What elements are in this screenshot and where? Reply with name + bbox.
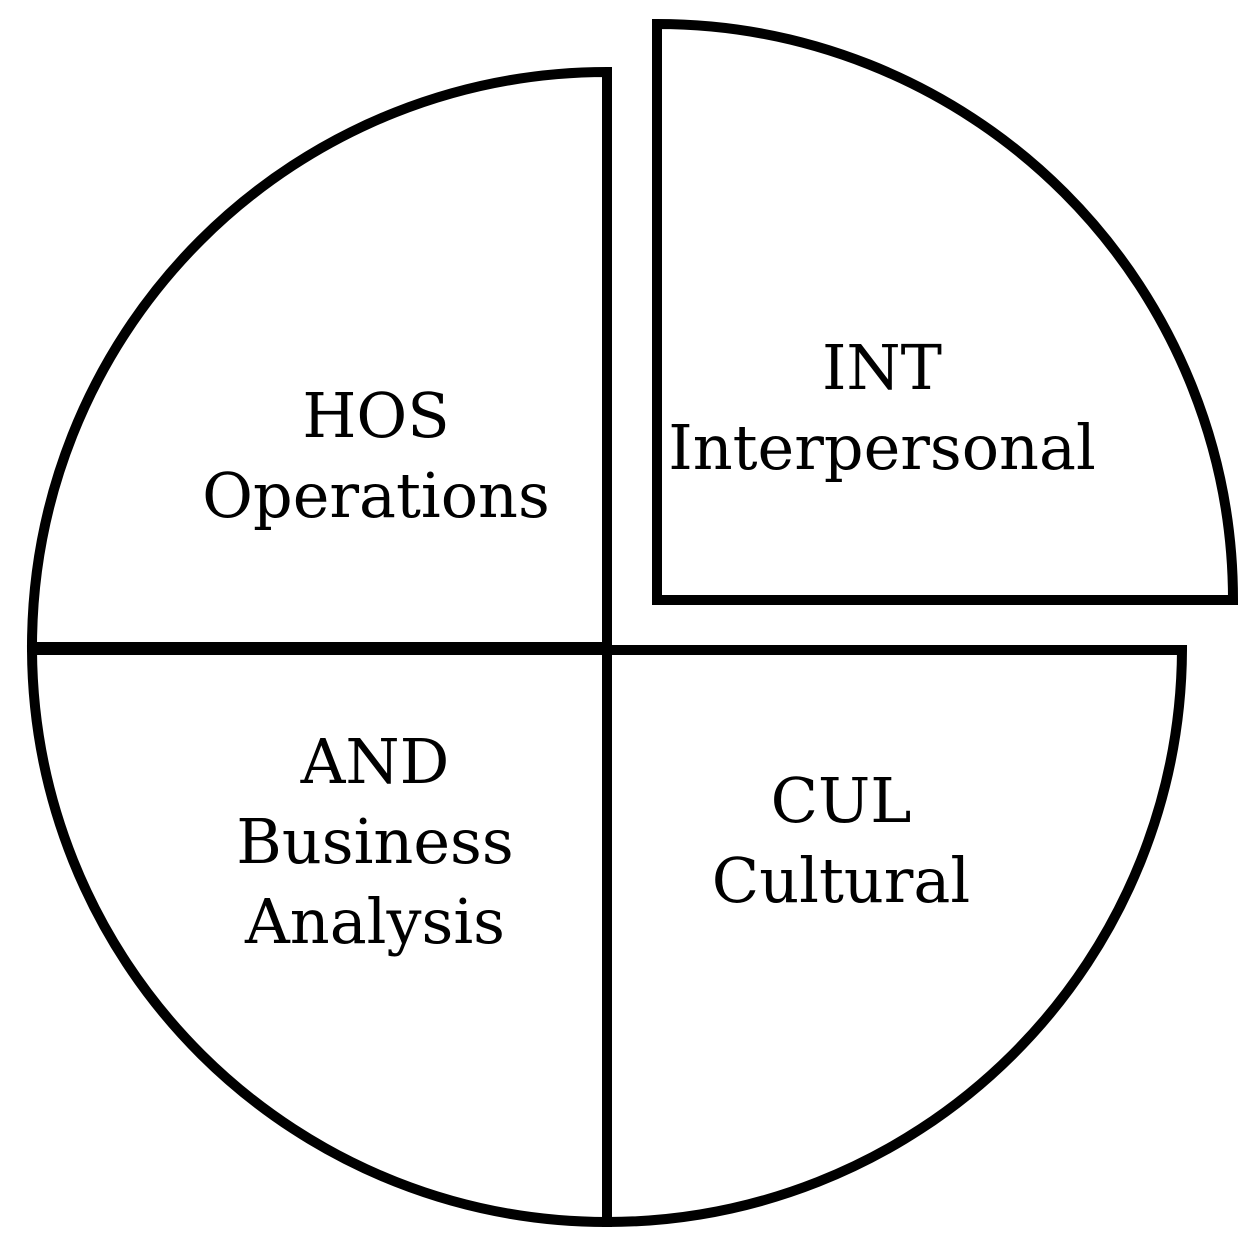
sector-cul-code: CUL [771, 764, 912, 837]
sector-and-name-line-2: Analysis [244, 885, 505, 958]
sector-int [652, 18, 1239, 605]
sector-hos [26, 66, 612, 652]
sector-int-code: INT [822, 331, 942, 404]
sector-int-name: Interpersonal [668, 411, 1096, 484]
sector-hos-code: HOS [302, 379, 449, 452]
sector-cul-name: Cultural [712, 844, 970, 917]
sector-hos-name: Operations [202, 459, 550, 532]
sector-and-name-line-1: Business [236, 805, 513, 878]
sector-and [26, 645, 612, 1228]
sector-cul [602, 645, 1188, 1228]
sector-and-code: AND [300, 725, 450, 798]
